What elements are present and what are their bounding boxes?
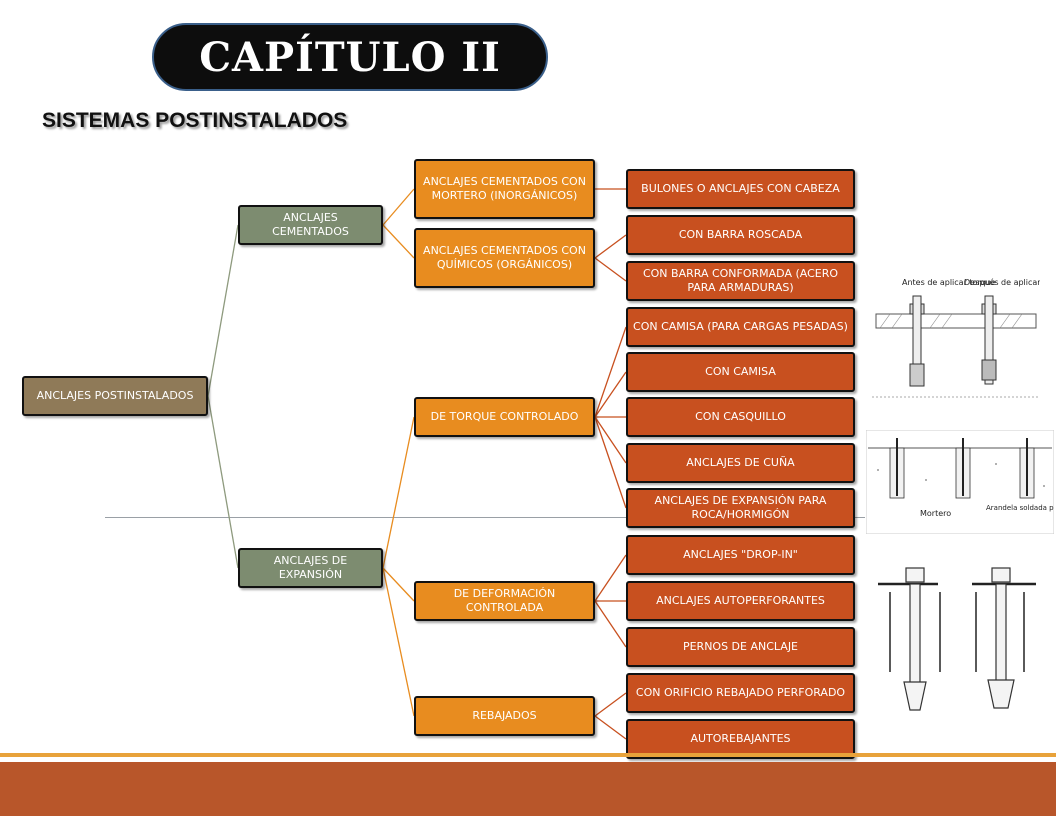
divider-line xyxy=(105,517,865,518)
node-drop-in: ANCLAJES "DROP-IN" xyxy=(626,535,855,575)
node-expansion-roca: ANCLAJES DE EXPANSIÓN PARA ROCA/HORMIGÓN xyxy=(626,488,855,528)
footer-accent-line xyxy=(0,753,1056,757)
node-anclajes-postinstalados: ANCLAJES POSTINSTALADOS xyxy=(22,376,208,416)
node-camisa: CON CAMISA xyxy=(626,352,855,392)
node-cuna: ANCLAJES DE CUÑA xyxy=(626,443,855,483)
node-autoperforantes: ANCLAJES AUTOPERFORANTES xyxy=(626,581,855,621)
mortar-anchor-figure: Mortero Arandela soldada por puntos a la… xyxy=(866,430,1054,534)
footer-bar xyxy=(0,762,1056,816)
node-cementados-mortero: ANCLAJES CEMENTADOS CON MORTERO (INORGÁN… xyxy=(414,159,595,219)
label-mortero: Mortero xyxy=(920,509,951,518)
label-before-torque: Antes de aplicar torque xyxy=(902,278,996,287)
node-autorebajantes: AUTOREBAJANTES xyxy=(626,719,855,759)
node-barra-roscada: CON BARRA ROSCADA xyxy=(626,215,855,255)
node-barra-conformada: CON BARRA CONFORMADA (ACERO PARA ARMADUR… xyxy=(626,261,855,301)
node-rebajados: REBAJADOS xyxy=(414,696,595,736)
expansion-anchor-figure xyxy=(876,562,1040,732)
node-cementados-quimicos: ANCLAJES CEMENTADOS CON QUÍMICOS (ORGÁNI… xyxy=(414,228,595,288)
torque-anchor-figure: Antes de aplicar torque Después de aplic… xyxy=(872,274,1040,398)
node-bulones: BULONES O ANCLAJES CON CABEZA xyxy=(626,169,855,209)
node-camisa-pesadas: CON CAMISA (PARA CARGAS PESADAS) xyxy=(626,307,855,347)
node-orificio-rebajado: CON ORIFICIO REBAJADO PERFORADO xyxy=(626,673,855,713)
node-torque-controlado: DE TORQUE CONTROLADO xyxy=(414,397,595,437)
node-anclajes-expansion: ANCLAJES DE EXPANSIÓN xyxy=(238,548,383,588)
node-casquillo: CON CASQUILLO xyxy=(626,397,855,437)
node-pernos: PERNOS DE ANCLAJE xyxy=(626,627,855,667)
label-after-torque: Después de aplicar torque xyxy=(964,277,1040,287)
section-subtitle: SISTEMAS POSTINSTALADOS xyxy=(42,109,348,132)
chapter-title-banner: CAPÍTULO II xyxy=(152,23,548,91)
label-arandela: Arandela soldada por puntos a la tuerca xyxy=(986,504,1054,512)
node-deformacion-controlada: DE DEFORMACIÓN CONTROLADA xyxy=(414,581,595,621)
chapter-title: CAPÍTULO II xyxy=(199,33,501,81)
node-anclajes-cementados: ANCLAJES CEMENTADOS xyxy=(238,205,383,245)
